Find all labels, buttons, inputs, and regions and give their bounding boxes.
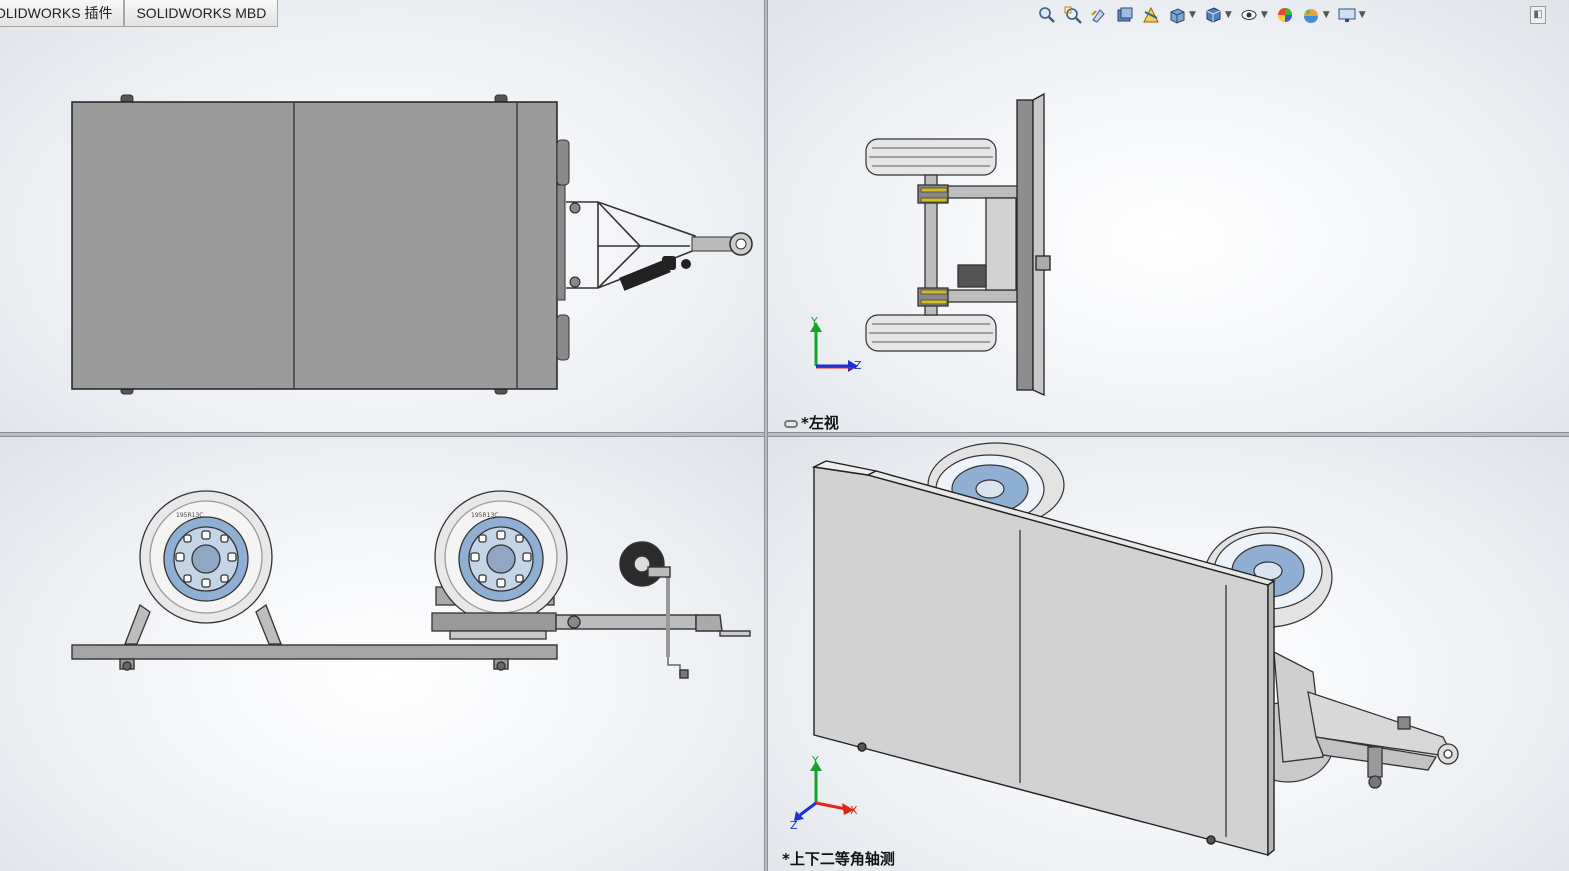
- viewport-dimetric-view[interactable]: Y X Z *上下二等角轴测: [768, 437, 1569, 871]
- viewport-front-view[interactable]: 195R13C 195R13C: [0, 437, 764, 871]
- apply-scene-icon[interactable]: [1300, 5, 1322, 25]
- iso-panel: [811, 460, 1276, 857]
- chevron-down-icon[interactable]: ▼: [1260, 10, 1268, 20]
- viewport-left-view[interactable]: Y Z *左视: [768, 0, 1569, 432]
- rear-wheel: [927, 442, 1065, 528]
- axis-x-label: X: [850, 804, 858, 817]
- wheel-bottom: [865, 314, 997, 352]
- tab-solidworks-addins[interactable]: OLIDWORKS 插件: [0, 0, 125, 27]
- view-label-left: *左视: [784, 412, 839, 432]
- vertical-split-bar[interactable]: [764, 0, 768, 871]
- zoom-to-area-icon[interactable]: [1062, 5, 1084, 25]
- collapse-panel-icon[interactable]: ◧: [1530, 6, 1546, 24]
- view-label-dimetric: *上下二等角轴测: [782, 850, 895, 868]
- section-view-icon[interactable]: [1114, 5, 1136, 25]
- heads-up-view-toolbar: ▼ ▼ ▼ ▼ ▼: [1036, 4, 1372, 26]
- coordinate-triad: Y X Z: [790, 754, 858, 832]
- dynamic-annotation-icon[interactable]: [1140, 5, 1162, 25]
- tab-solidworks-mbd[interactable]: SOLIDWORKS MBD: [124, 0, 279, 27]
- front-view-drawing: 195R13C 195R13C: [71, 490, 751, 679]
- left-view-drawing: Y Z: [810, 92, 1051, 397]
- axis-y-label: Y: [810, 315, 818, 328]
- top-view-drawing: [71, 94, 753, 395]
- viewport-top-view[interactable]: [0, 0, 764, 432]
- view-settings-icon[interactable]: [1336, 5, 1358, 25]
- wheel-top: [865, 138, 997, 176]
- left-wheel: 195R13C: [124, 490, 282, 645]
- view-orientation-icon[interactable]: [1166, 5, 1188, 25]
- panel: [71, 101, 558, 390]
- chevron-down-icon[interactable]: ▼: [1189, 10, 1196, 20]
- display-style-icon[interactable]: [1202, 5, 1224, 25]
- axis-z-label: Z: [854, 359, 862, 372]
- horizontal-split-bar[interactable]: [0, 432, 1569, 437]
- previous-view-icon[interactable]: [1088, 5, 1110, 25]
- link-view-icon[interactable]: [784, 419, 798, 428]
- tire-marking: 195R13C: [176, 512, 203, 519]
- axis-y-label: Y: [811, 754, 819, 767]
- coordinate-triad: Y Z: [810, 315, 862, 372]
- command-manager-tabs: OLIDWORKS 插件 SOLIDWORKS MBD: [0, 0, 279, 27]
- axis-z-label: Z: [790, 819, 798, 832]
- chevron-down-icon[interactable]: ▼: [1224, 10, 1232, 20]
- right-wheel: 195R13C: [431, 490, 568, 640]
- chevron-down-icon[interactable]: ▼: [1358, 10, 1366, 20]
- dimetric-view-drawing: Y X Z: [790, 442, 1459, 857]
- zoom-to-fit-icon[interactable]: [1036, 5, 1058, 25]
- hide-show-icon[interactable]: [1238, 5, 1260, 25]
- chevron-down-icon[interactable]: ▼: [1322, 10, 1330, 20]
- tire-marking: 195R13C: [471, 512, 498, 519]
- edit-appearance-icon[interactable]: [1274, 5, 1296, 25]
